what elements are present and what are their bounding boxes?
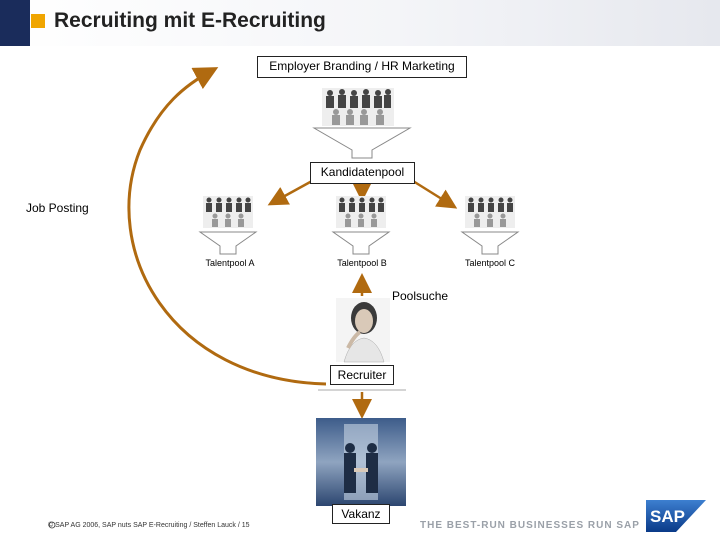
recruiter-box: Recruiter (330, 365, 394, 385)
funnel-c (460, 231, 520, 255)
slide-header (0, 0, 720, 46)
talentpool-a-label: Talentpool A (205, 258, 255, 268)
recruiter-portrait (336, 298, 390, 363)
vakanz-handshake-photo (316, 418, 406, 506)
job-posting-label: Job Posting (26, 201, 89, 215)
slide-title: Recruiting mit E-Recruiting (54, 9, 326, 32)
vakanz-box: Vakanz (332, 504, 390, 524)
kandidatenpool-box: Kandidatenpool (310, 162, 415, 184)
funnel-a (198, 231, 258, 255)
people-group-c (465, 196, 515, 228)
people-group-b (336, 196, 386, 228)
poolsuche-label: Poolsuche (392, 289, 449, 303)
footer-tagline: THE BEST-RUN BUSINESSES RUN SAP (420, 520, 640, 531)
footer-copyright: © SAP AG 2006, SAP nuts SAP E-Recruiting… (48, 522, 250, 529)
talentpool-c-label: Talentpool C (464, 258, 516, 268)
talentpool-b-label: Talentpool B (337, 258, 387, 268)
arrow-to-pool-c (412, 179, 458, 209)
people-group-top (322, 88, 394, 126)
header-color-bar (0, 0, 30, 46)
funnel-top (312, 127, 412, 159)
feedback-arc-arrow (127, 67, 327, 386)
header-accent-square (31, 14, 45, 28)
arrow-to-pool-a (267, 179, 313, 206)
employer-branding-box: Employer Branding / HR Marketing (257, 56, 467, 78)
sap-logo: SAP (646, 500, 706, 532)
people-group-a (203, 196, 253, 228)
sap-logo-text: SAP (650, 507, 685, 526)
funnel-b (331, 231, 391, 255)
copyright-circle-icon (48, 521, 56, 529)
